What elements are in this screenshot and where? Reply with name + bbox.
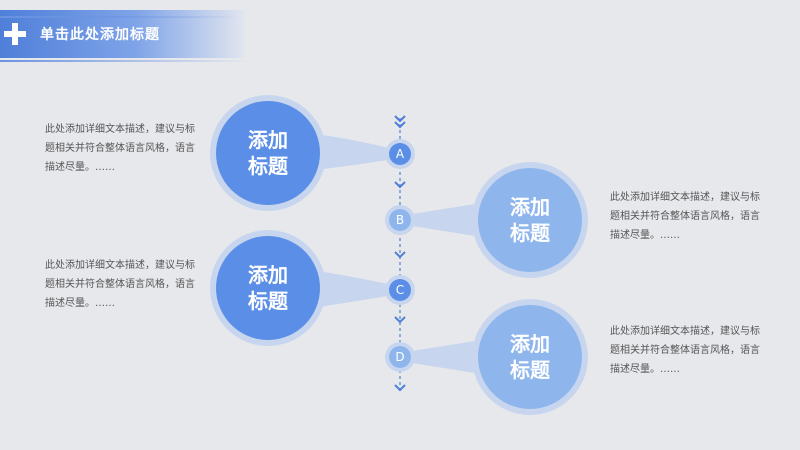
page-title[interactable]: 单击此处添加标题 (40, 27, 160, 43)
circle-title-b: 添加 标题 (500, 194, 560, 246)
chevron-down-icon (394, 115, 406, 123)
chevron-down-icon (394, 384, 406, 392)
node-d (385, 299, 588, 415)
marker-c[interactable] (389, 279, 411, 301)
marker-letter-d: D (395, 350, 405, 364)
circle-a[interactable] (216, 101, 320, 205)
circle-title-line2: 标题 (510, 221, 550, 245)
chevron-down-icon (394, 181, 406, 189)
circle-b[interactable] (478, 168, 582, 272)
node-a (210, 95, 415, 211)
circle-title-line2: 标题 (248, 154, 288, 178)
circle-title-d: 添加 标题 (500, 331, 560, 383)
marker-d[interactable] (389, 346, 411, 368)
marker-a[interactable] (389, 143, 411, 165)
description-b[interactable]: 此处添加详细文本描述，建议与标题相关并符合整体语言风格，语言描述尽量。…… (610, 192, 760, 241)
chevron-down-icon (394, 121, 406, 129)
description-c[interactable]: 此处添加详细文本描述，建议与标题相关并符合整体语言风格，语言描述尽量。…… (45, 260, 195, 309)
marker-letter-a: A (395, 147, 405, 161)
node-b (385, 162, 588, 278)
title-banner: 单击此处添加标题 (0, 10, 245, 58)
circle-d[interactable] (478, 305, 582, 409)
circle-title-a: 添加 标题 (238, 127, 298, 179)
circle-title-line1: 添加 (510, 332, 550, 356)
chevron-down-icon (394, 316, 406, 324)
marker-letter-c: C (395, 283, 405, 297)
marker-letter-b: B (395, 213, 405, 227)
node-c (210, 230, 415, 346)
plus-icon (4, 23, 26, 45)
banner-bottom-line (0, 60, 250, 62)
circle-title-line1: 添加 (248, 263, 288, 287)
circle-title-c: 添加 标题 (238, 262, 298, 314)
description-d[interactable]: 此处添加详细文本描述，建议与标题相关并符合整体语言风格，语言描述尽量。…… (610, 326, 760, 375)
banner-top-line (0, 16, 240, 18)
marker-b[interactable] (389, 209, 411, 231)
circle-c[interactable] (216, 236, 320, 340)
description-a[interactable]: 此处添加详细文本描述，建议与标题相关并符合整体语言风格，语言描述尽量。…… (45, 124, 195, 173)
chevron-down-icons (394, 115, 406, 392)
circle-title-line2: 标题 (510, 358, 550, 382)
circle-title-line1: 添加 (248, 128, 288, 152)
circle-title-line1: 添加 (510, 195, 550, 219)
circle-title-line2: 标题 (248, 289, 288, 313)
chevron-down-icon (394, 251, 406, 259)
